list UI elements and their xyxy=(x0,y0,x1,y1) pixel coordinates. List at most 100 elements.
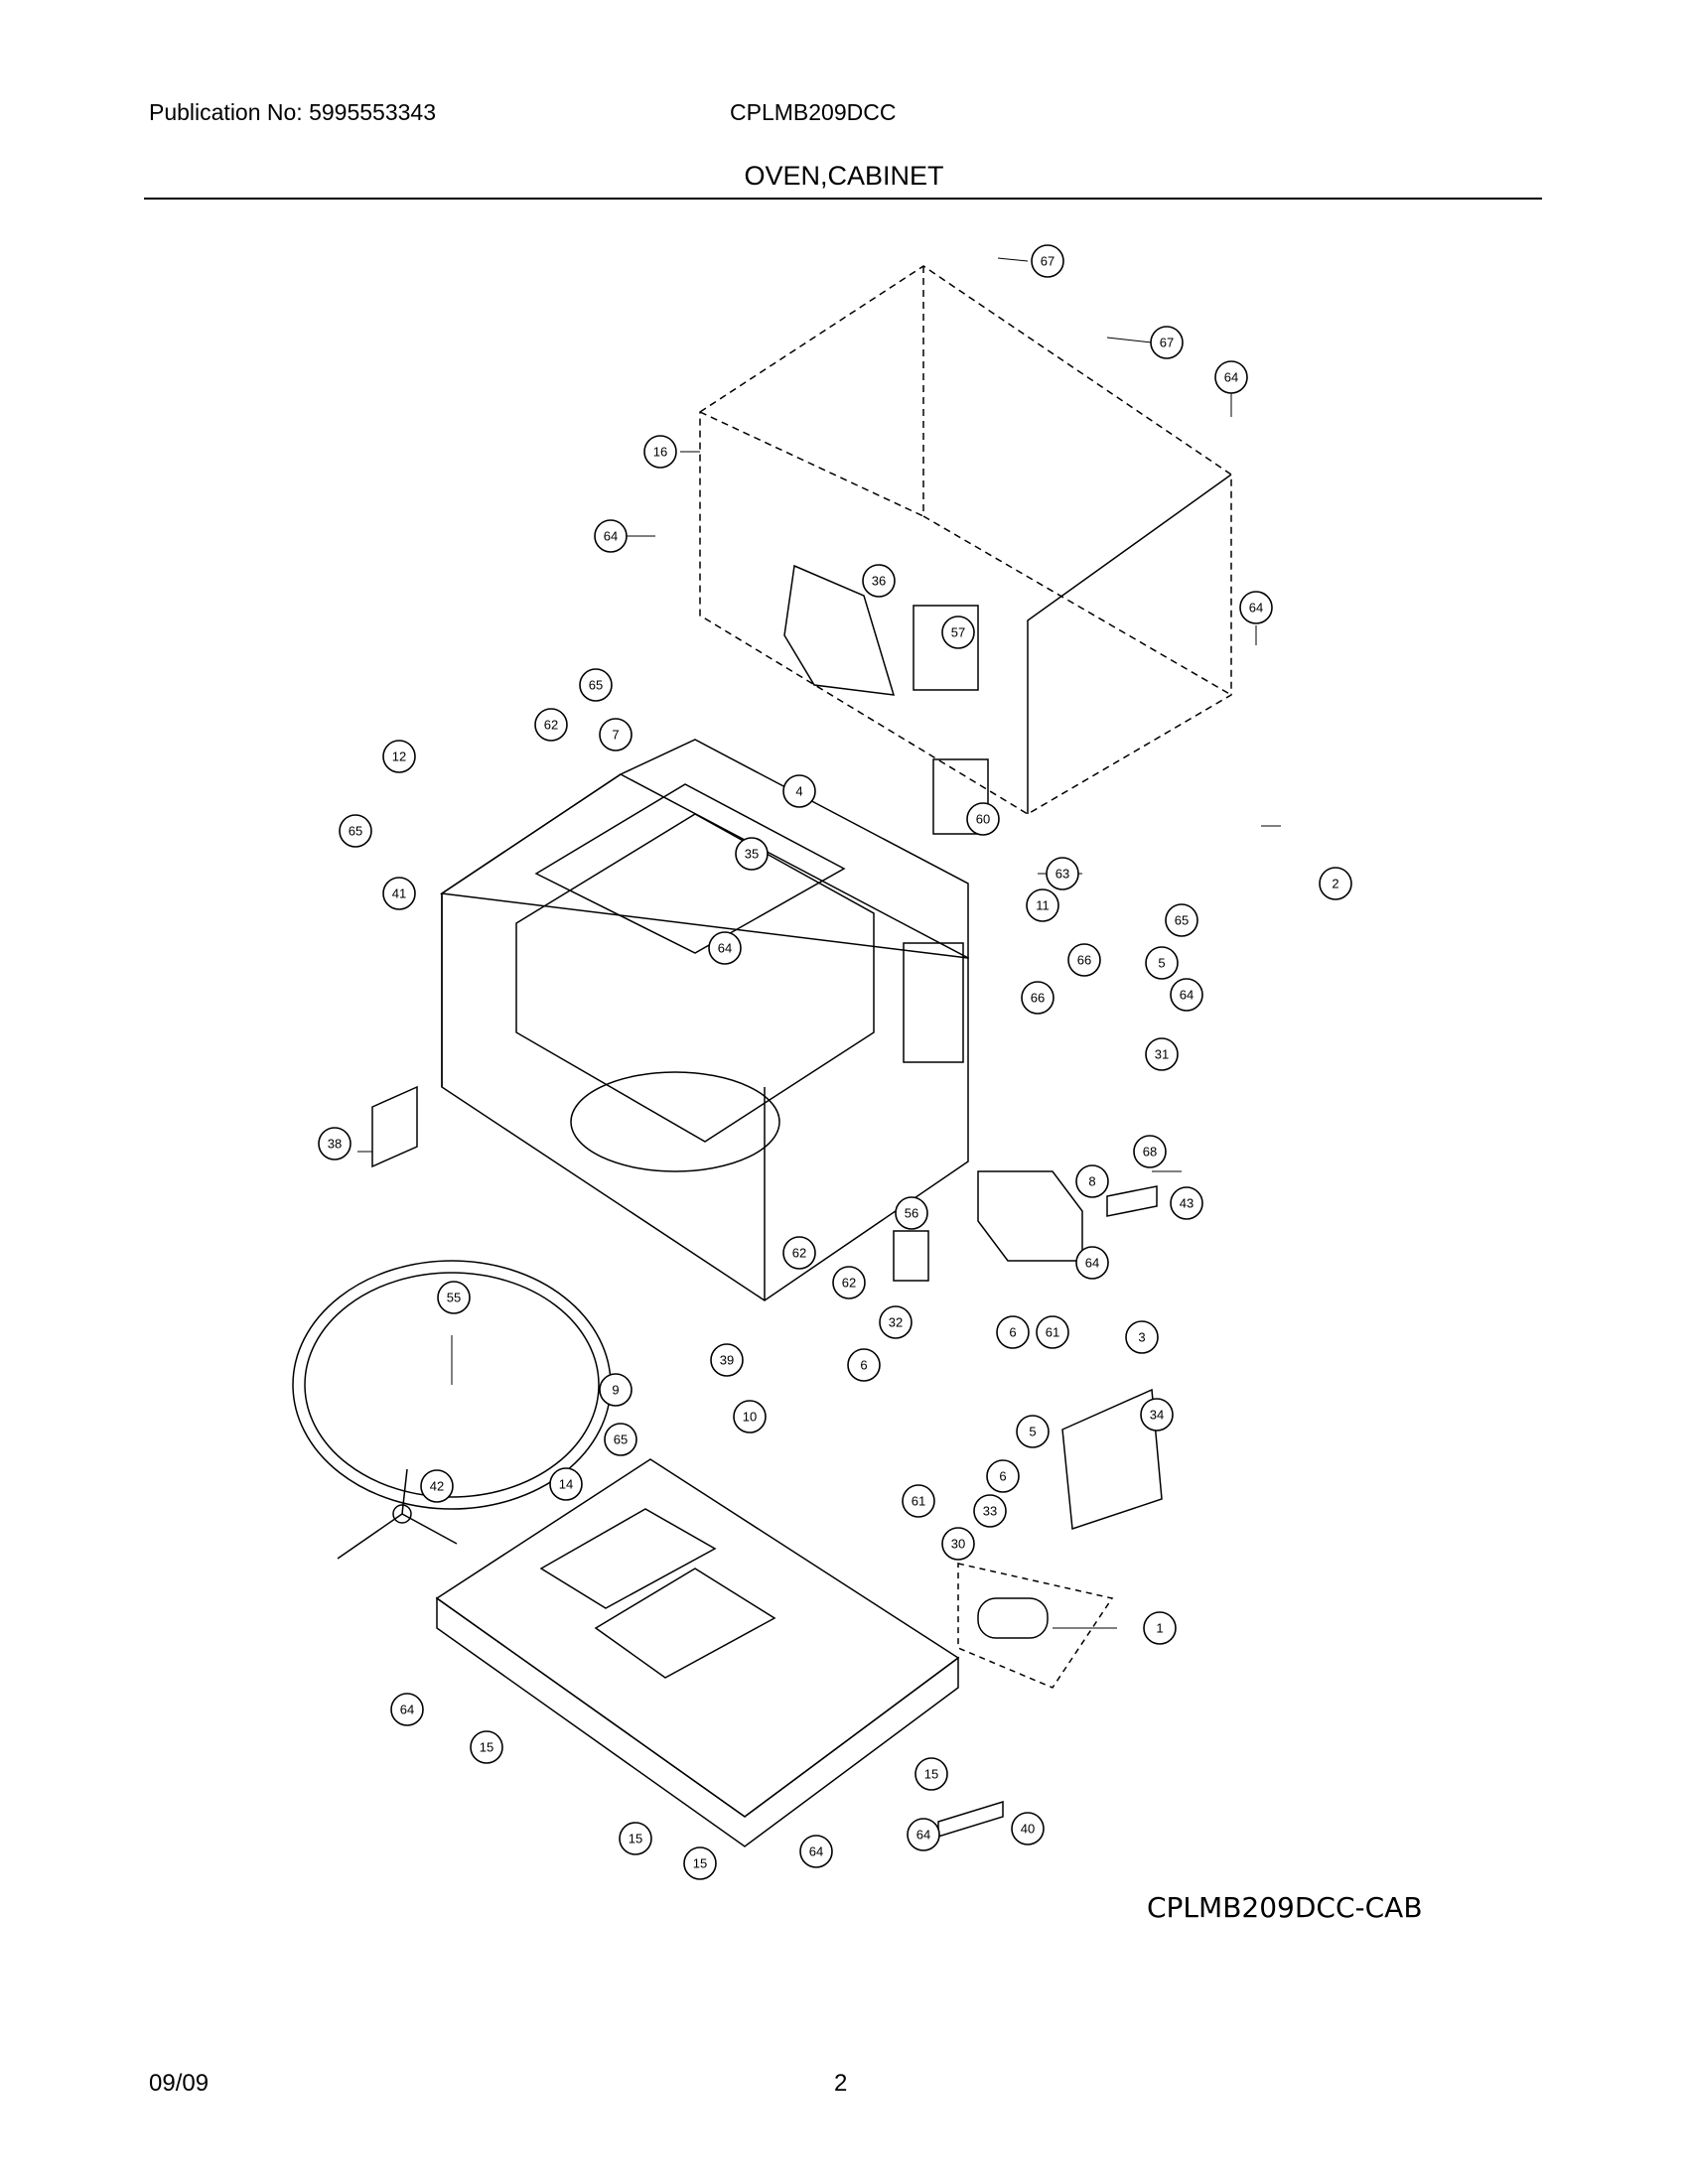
callout-65: 65 xyxy=(579,668,613,702)
callout-label: 68 xyxy=(1143,1145,1157,1160)
callout-bubble xyxy=(1170,978,1203,1012)
callout-2: 2 xyxy=(1319,867,1352,900)
callout-bubble xyxy=(1016,1415,1050,1448)
panel-43 xyxy=(1106,1185,1158,1217)
callout-38: 38 xyxy=(318,1127,352,1160)
callout-bubble xyxy=(1133,1135,1167,1168)
callout-label: 7 xyxy=(612,728,619,743)
callout-label: 8 xyxy=(1088,1174,1095,1189)
callout-bubble xyxy=(683,1846,717,1880)
callout-label: 41 xyxy=(392,887,406,901)
callout-label: 61 xyxy=(912,1494,925,1509)
callout-label: 12 xyxy=(392,750,406,764)
callout-label: 55 xyxy=(447,1291,461,1305)
callout-bubble xyxy=(1125,1320,1159,1354)
callout-7: 7 xyxy=(599,718,633,751)
capacitor xyxy=(977,1597,1049,1639)
callout-42: 42 xyxy=(420,1469,454,1503)
callout-bubble xyxy=(390,1693,424,1726)
callout-bubble xyxy=(420,1469,454,1503)
callout-40: 40 xyxy=(1011,1812,1045,1845)
callout-8: 8 xyxy=(1075,1164,1109,1198)
callout-bubble xyxy=(1026,888,1059,922)
callout-label: 38 xyxy=(328,1137,342,1152)
callout-62: 62 xyxy=(782,1236,816,1270)
callout-bubble xyxy=(879,1305,913,1339)
callout-label: 64 xyxy=(400,1703,414,1717)
callout-bubble xyxy=(437,1281,471,1314)
callout-64: 64 xyxy=(1075,1246,1109,1280)
callout-label: 36 xyxy=(872,574,886,589)
callout-bubble xyxy=(862,564,896,598)
callout-label: 64 xyxy=(916,1828,930,1843)
callout-label: 40 xyxy=(1021,1822,1035,1837)
callout-bubble xyxy=(643,435,677,469)
callout-bubble xyxy=(470,1730,503,1764)
callout-bubble xyxy=(895,1196,928,1230)
callout-66: 66 xyxy=(1067,943,1101,977)
callout-9: 9 xyxy=(599,1373,633,1407)
panel-56 xyxy=(893,1230,929,1282)
callout-bubble xyxy=(973,1494,1007,1528)
callout-bubble xyxy=(579,668,613,702)
callout-bubble xyxy=(735,837,769,871)
callout-label: 63 xyxy=(1055,867,1069,882)
callout-label: 30 xyxy=(951,1537,965,1552)
callout-label: 64 xyxy=(1249,601,1263,615)
callout-label: 62 xyxy=(544,718,558,733)
callout-10: 10 xyxy=(733,1400,767,1433)
callout-11: 11 xyxy=(1026,888,1059,922)
part-callouts: 6767641664643657656271265414603564631126… xyxy=(318,244,1352,1880)
callout-bubble xyxy=(847,1348,881,1382)
callout-5: 5 xyxy=(1016,1415,1050,1448)
callout-bubble xyxy=(907,1818,940,1851)
callout-bubble xyxy=(1075,1246,1109,1280)
callout-30: 30 xyxy=(941,1527,975,1561)
callout-6: 6 xyxy=(847,1348,881,1382)
callout-66: 66 xyxy=(1021,981,1055,1015)
callout-16: 16 xyxy=(643,435,677,469)
callout-label: 33 xyxy=(983,1504,997,1519)
callout-55: 55 xyxy=(437,1281,471,1314)
callout-label: 66 xyxy=(1031,991,1045,1006)
callout-39: 39 xyxy=(710,1343,744,1377)
callout-bubble xyxy=(1140,1398,1174,1432)
callout-label: 61 xyxy=(1046,1325,1059,1340)
callout-bubble xyxy=(318,1127,352,1160)
callout-bubble xyxy=(1145,946,1179,980)
callout-label: 65 xyxy=(589,678,603,693)
callout-bubble xyxy=(1011,1812,1045,1845)
callout-label: 64 xyxy=(809,1844,823,1859)
callout-label: 64 xyxy=(1224,370,1238,385)
air-guide xyxy=(783,564,896,696)
callout-bubble xyxy=(382,877,416,910)
callout-label: 64 xyxy=(1085,1256,1099,1271)
callout-bubble xyxy=(604,1423,637,1456)
callout-label: 67 xyxy=(1160,336,1174,350)
callout-bubble xyxy=(549,1467,583,1501)
callout-bubble xyxy=(1046,857,1079,890)
callout-bubble xyxy=(1145,1037,1179,1071)
callout-3: 3 xyxy=(1125,1320,1159,1354)
callout-label: 16 xyxy=(653,445,667,460)
fan-grille xyxy=(903,942,964,1063)
callout-43: 43 xyxy=(1170,1186,1203,1220)
callout-label: 15 xyxy=(480,1740,493,1755)
callout-64: 64 xyxy=(799,1835,833,1868)
callout-6: 6 xyxy=(996,1315,1030,1349)
callout-bubble xyxy=(594,519,628,553)
callout-61: 61 xyxy=(1036,1315,1069,1349)
callout-label: 6 xyxy=(999,1469,1006,1484)
callout-60: 60 xyxy=(966,802,1000,836)
callout-62: 62 xyxy=(832,1266,866,1299)
callout-31: 31 xyxy=(1145,1037,1179,1071)
oven-cavity xyxy=(439,739,969,1301)
callout-1: 1 xyxy=(1143,1611,1177,1645)
callout-label: 3 xyxy=(1138,1330,1145,1345)
callout-bubble xyxy=(1067,943,1101,977)
callout-bubble xyxy=(1021,981,1055,1015)
callout-bubble xyxy=(941,1527,975,1561)
callout-64: 64 xyxy=(1239,591,1273,624)
header-divider xyxy=(144,198,1542,200)
callout-label: 11 xyxy=(1036,898,1050,913)
